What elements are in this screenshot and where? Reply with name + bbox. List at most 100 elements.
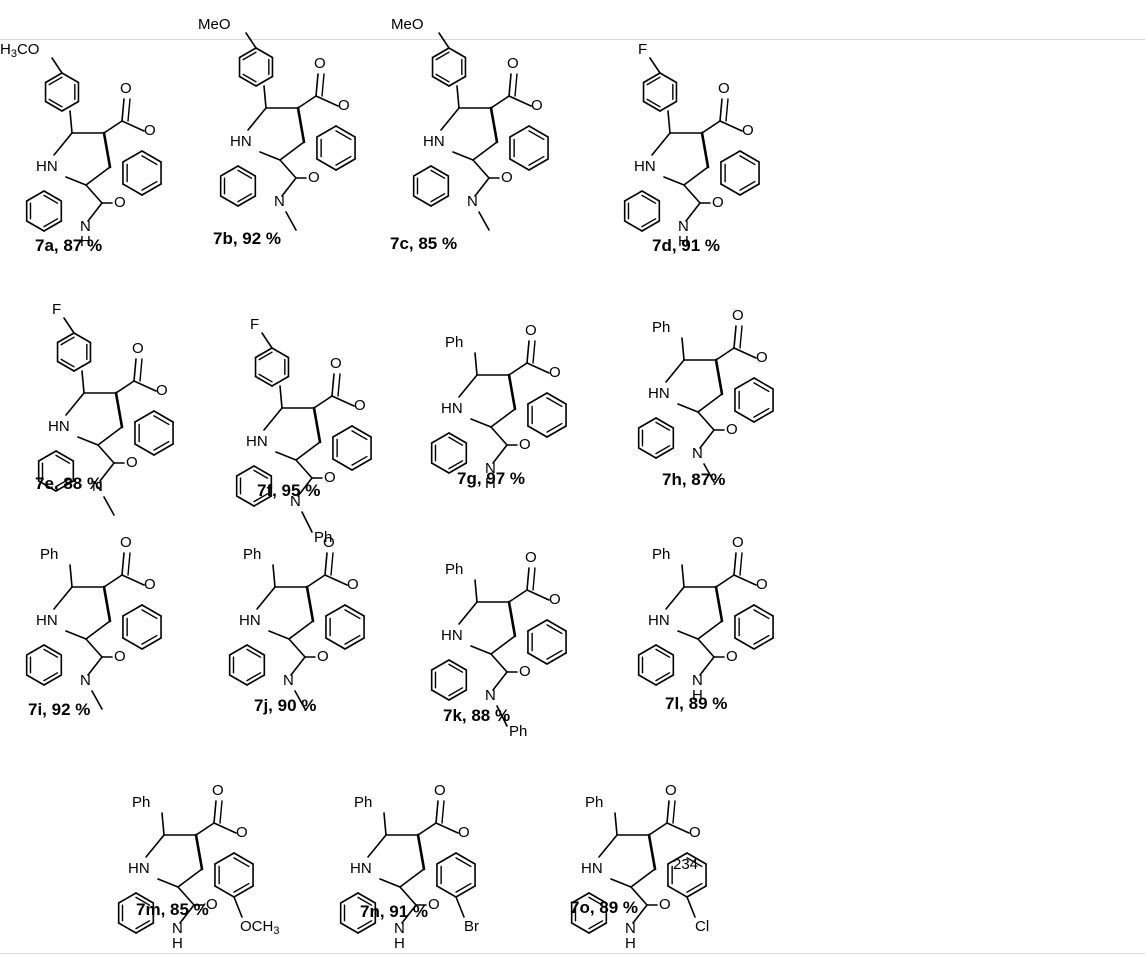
aryl-ring-bond <box>56 332 75 344</box>
core-wedge-bond <box>416 833 426 871</box>
compound-7k-ring-o: O <box>549 591 561 608</box>
lactone-bond <box>103 574 123 588</box>
oxindole-ring-bond <box>412 165 432 177</box>
compound-7k-hn: HN <box>441 627 463 644</box>
compound-7i-hn: HN <box>36 612 58 629</box>
core-wedge-bond <box>296 106 306 144</box>
oxindole-bond <box>85 638 103 658</box>
aromatic-bond <box>430 169 446 179</box>
aryl-to-core-bond <box>279 385 283 409</box>
bottom-rule <box>0 953 1145 954</box>
compound-7k-n-substituent: Ph <box>509 723 528 740</box>
oxindole-bond <box>297 477 313 497</box>
core-bond <box>697 393 723 413</box>
core-bond <box>651 132 671 156</box>
compound-7o-hn: HN <box>581 860 603 877</box>
oxindole-ring-bond <box>623 220 643 232</box>
core-bond <box>367 834 387 858</box>
aromatic-bond <box>546 649 563 660</box>
oxindole-bond <box>683 184 701 204</box>
compound-7l-nh-h: H <box>692 687 703 704</box>
aryl-ring-bond <box>44 100 63 112</box>
compound-7e-carbonyl-o: O <box>132 340 144 357</box>
substituent-bond <box>51 57 63 74</box>
compound-7n-amide-o: O <box>428 896 440 913</box>
oxindole-ring-bond <box>25 644 45 656</box>
compound-7o-carbonyl-o: O <box>665 782 677 799</box>
oxindole-bond <box>279 159 297 179</box>
compound-7m-amide-o: O <box>206 896 218 913</box>
oxindole-ring-bond <box>246 644 266 656</box>
aromatic-bond <box>588 920 604 930</box>
compound-7o-substituent: Ph <box>585 794 604 811</box>
aromatic-bond <box>43 218 59 228</box>
benzo-ring-bond <box>335 125 356 138</box>
oxindole-ring-bond <box>655 644 675 656</box>
benzo-ring-bond <box>316 158 337 171</box>
benzo-ring-bond <box>332 458 353 471</box>
lactone-bond <box>526 589 550 601</box>
core-wedge-bond <box>102 585 112 623</box>
aromatic-bond <box>48 76 63 86</box>
core-bond <box>697 620 723 640</box>
compound-7g-substituent: Ph <box>445 334 464 351</box>
compound-7j-substituent: Ph <box>243 546 262 563</box>
aromatic-bond <box>246 672 262 682</box>
oxindole-bond <box>490 653 508 673</box>
aryl-to-core-bond <box>272 564 276 588</box>
core-bond <box>65 392 85 416</box>
oxindole-bond <box>685 202 701 222</box>
aromatic-bond <box>55 478 71 488</box>
oxindole-ring-bond <box>237 165 257 177</box>
benzo-ring-bond <box>734 377 755 390</box>
core-bond <box>85 620 111 640</box>
aromatic-bond <box>753 382 770 393</box>
aromatic-bond <box>141 155 158 166</box>
compound-7i-substituent: Ph <box>40 546 59 563</box>
benzo-ring-bond <box>667 885 688 898</box>
oxindole-bond <box>179 904 195 924</box>
aryl-to-core-bond <box>263 85 267 109</box>
benzo-ring-bond <box>455 885 476 898</box>
lactone-bond <box>733 347 757 359</box>
compound-7m-substituent: Ph <box>132 794 151 811</box>
compound-7n-ring-substituent: Br <box>464 918 479 935</box>
compound-7g-structure <box>430 340 567 474</box>
compound-7j-caption: 7j, 90 % <box>254 696 317 715</box>
aromatic-bond <box>237 169 253 179</box>
oxindole-bond <box>699 656 715 676</box>
compound-7m-ring-substituent: OCH3 <box>240 918 280 937</box>
compound-7b-caption: 7b, 92 % <box>213 229 282 248</box>
aromatic-bond <box>335 155 352 166</box>
compound-7k-caption: 7k, 88 % <box>443 706 511 725</box>
aromatic-bond <box>242 51 257 61</box>
oxindole-ring-bond <box>357 922 377 934</box>
compound-7b-carbonyl-o: O <box>314 55 326 72</box>
benzo-ring-bond <box>214 852 235 865</box>
aryl-ring-bond <box>448 47 467 59</box>
compound-7k-structure <box>430 567 567 727</box>
lactone-bond <box>297 95 317 109</box>
oxindole-ring-bond <box>412 195 432 207</box>
compound-7j-structure <box>228 552 365 710</box>
aromatic-bond <box>253 469 269 479</box>
aromatic-bond <box>455 857 472 868</box>
oxindole-ring-bond <box>37 480 57 492</box>
benzo-ring-bond <box>134 443 155 456</box>
oxindole-ring-bond <box>623 190 643 202</box>
compound-7e-caption: 7e, 88 % <box>35 474 103 493</box>
carbonyl-bond <box>526 340 530 364</box>
aromatic-bond <box>435 73 450 83</box>
compound-7n-n: N <box>394 920 405 937</box>
oxindole-ring-bond <box>25 220 45 232</box>
oxindole-ring-bond <box>641 220 661 232</box>
benzo-ring-bond <box>316 125 337 138</box>
oxindole-bond <box>85 184 103 204</box>
compound-7d-substituent: F <box>638 41 648 58</box>
aromatic-bond <box>246 648 262 658</box>
oxindole-ring-bond <box>570 922 590 934</box>
aromatic-bond <box>357 896 373 906</box>
aromatic-bond <box>739 155 756 166</box>
aromatic-bond <box>528 130 545 141</box>
benzo-ring-bond <box>528 158 549 171</box>
